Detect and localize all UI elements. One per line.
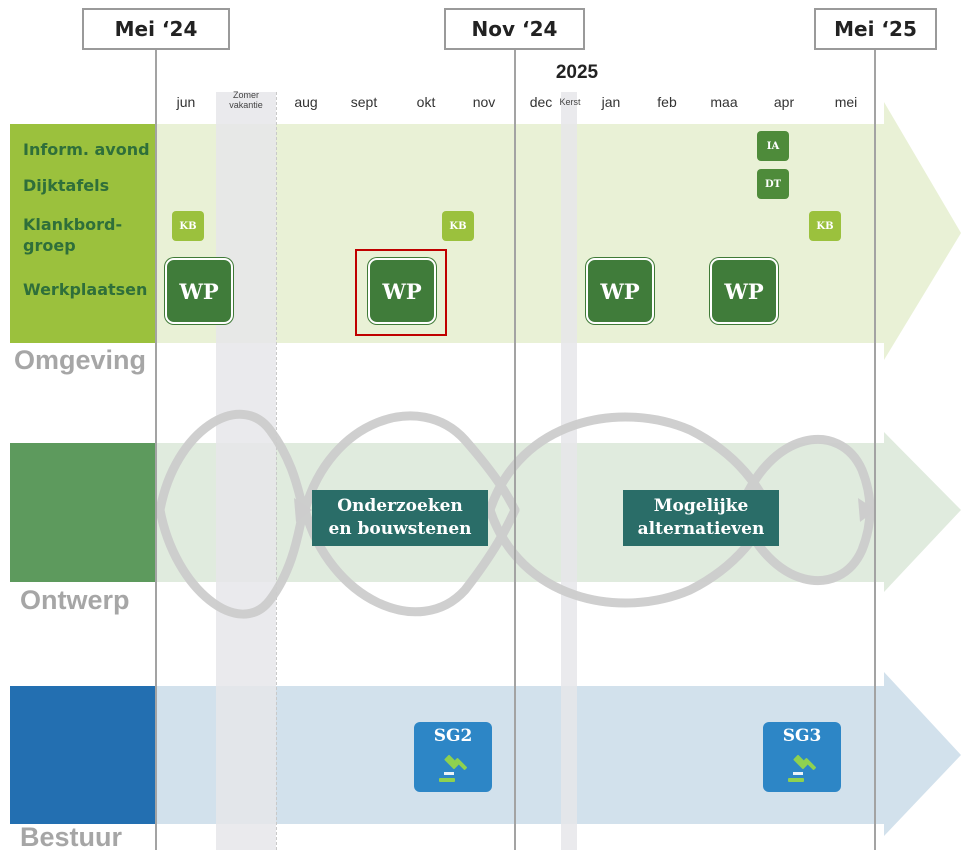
sg3-label: SG3 [782,726,822,746]
gavel-icon [439,754,467,782]
section-title-omgeving: Omgeving [14,345,147,375]
zomer-label: Zomer vakantie [229,90,263,110]
zomer-shade [216,92,276,850]
month-dec: dec [529,94,553,110]
kerst-shade [561,92,577,850]
gavel-icon [788,754,816,782]
month-sept: sept [350,94,378,110]
section-title-bestuur: Bestuur [20,822,123,852]
alternatieven-box: Mogelijke alternatieven [623,490,779,546]
section-title-ontwerp: Ontwerp [20,585,130,615]
bestuur-band [155,672,961,836]
month-apr: apr [773,94,795,110]
zomer-shade-right-dash [276,92,277,850]
month-maa: maa [710,94,738,110]
wp-badge-jun: WP [165,258,233,324]
milestone-line-end [874,50,876,850]
milestone-line-mid [514,50,516,850]
month-mei: mei [834,94,858,110]
sg3-badge: SG3 [763,722,841,792]
milestone-end: Mei ‘25 [814,8,937,50]
month-nov: nov [472,94,496,110]
kb-badge-jun: KB [172,211,204,241]
milestone-line-start [155,50,157,850]
sg2-label: SG2 [433,726,473,746]
bestuur-block [10,686,156,824]
month-feb: feb [657,94,677,110]
wp-badge-jan: WP [586,258,654,324]
year-label: 2025 [555,62,599,83]
milestone-mid: Nov ‘24 [444,8,585,50]
row-label-inform-avond: Inform. avond [23,140,150,159]
wp-badge-sept: WP [368,258,436,324]
wp-badge-maa: WP [710,258,778,324]
dt-badge: DT [757,169,789,199]
row-label-klankbordgroep: Klankbord- groep [23,215,123,255]
month-okt: okt [416,94,436,110]
sg2-badge: SG2 [414,722,492,792]
row-label-werkplaatsen: Werkplaatsen [23,280,148,299]
row-label-dijktafels: Dijktafels [23,176,110,195]
onderzoeken-box: Onderzoeken en bouwstenen [312,490,488,546]
month-jun: jun [176,94,196,110]
month-jan: jan [601,94,621,110]
highlight-frame [355,249,447,336]
ia-badge: IA [757,131,789,161]
ontwerp-block [10,443,156,582]
month-aug: aug [294,94,318,110]
milestone-start: Mei ‘24 [82,8,230,50]
kerst-label: Kerst [559,97,581,107]
kb-badge-mei: KB [809,211,841,241]
omgeving-block [10,124,156,343]
kb-badge-nov: KB [442,211,474,241]
